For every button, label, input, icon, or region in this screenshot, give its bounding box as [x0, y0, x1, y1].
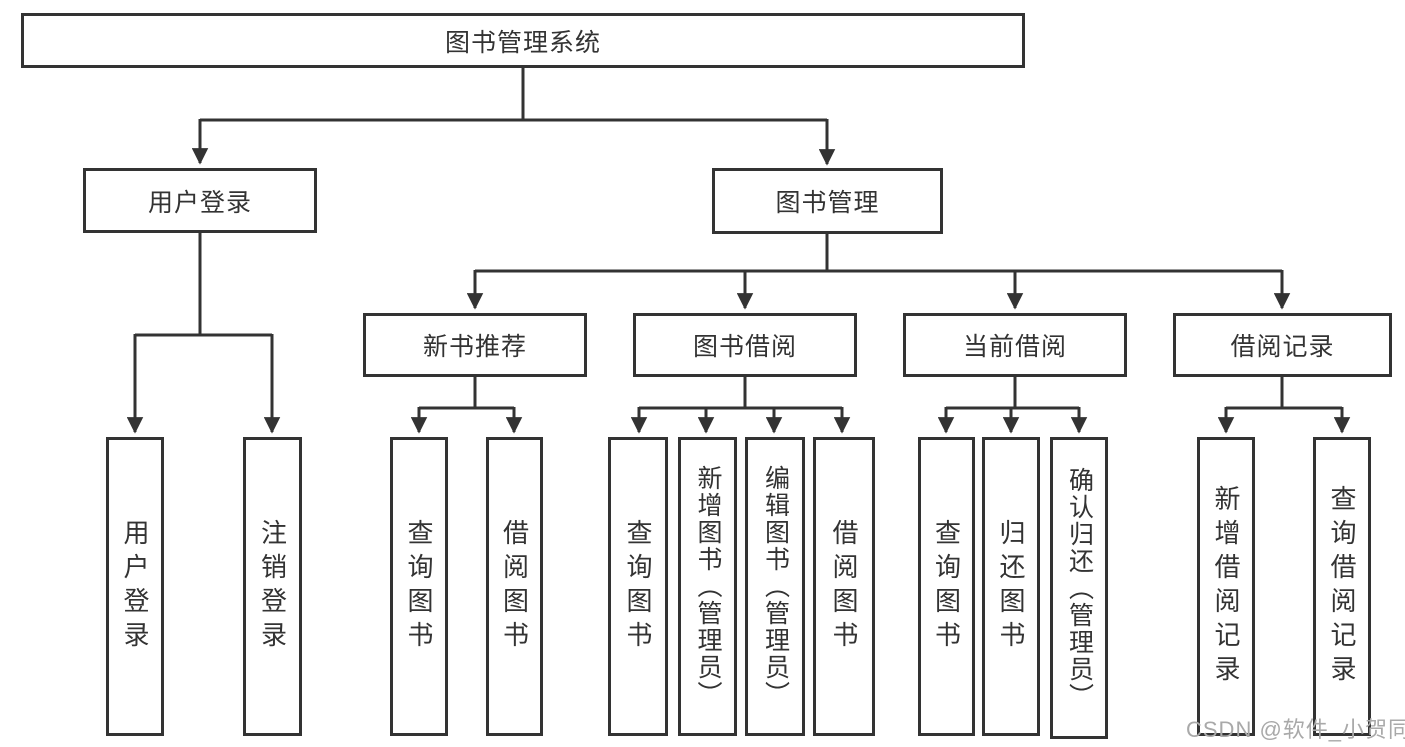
node-current-borrow: 当前借阅: [903, 313, 1127, 377]
leaf-return-book: 归还图书: [982, 437, 1040, 736]
leaf-add-book-admin: 新增图书（管理员）: [678, 437, 737, 736]
leaf-borrow-book: 借阅图书: [813, 437, 875, 736]
leaf-recommend-query-book: 查询图书: [390, 437, 448, 736]
leaf-confirm-return-admin: 确认归还（管理员）: [1050, 437, 1108, 739]
leaf-add-borrow-record: 新增借阅记录: [1197, 437, 1255, 736]
leaf-current-query-book: 查询图书: [918, 437, 975, 736]
leaf-logout: 注销登录: [243, 437, 302, 736]
node-user-login: 用户登录: [83, 168, 317, 233]
node-new-book-recommend: 新书推荐: [363, 313, 587, 377]
leaf-query-borrow-record: 查询借阅记录: [1313, 437, 1371, 736]
leaf-recommend-borrow-book: 借阅图书: [486, 437, 543, 736]
leaf-user-login: 用户登录: [106, 437, 164, 736]
csdn-watermark: CSDN @软件_小贺同学: [1186, 717, 1405, 742]
node-root-system: 图书管理系统: [21, 13, 1025, 68]
node-book-management: 图书管理: [712, 168, 943, 234]
node-borrow-record: 借阅记录: [1173, 313, 1392, 377]
leaf-borrow-query-book: 查询图书: [608, 437, 668, 736]
leaf-edit-book-admin: 编辑图书（管理员）: [745, 437, 805, 736]
node-book-borrow: 图书借阅: [633, 313, 857, 377]
